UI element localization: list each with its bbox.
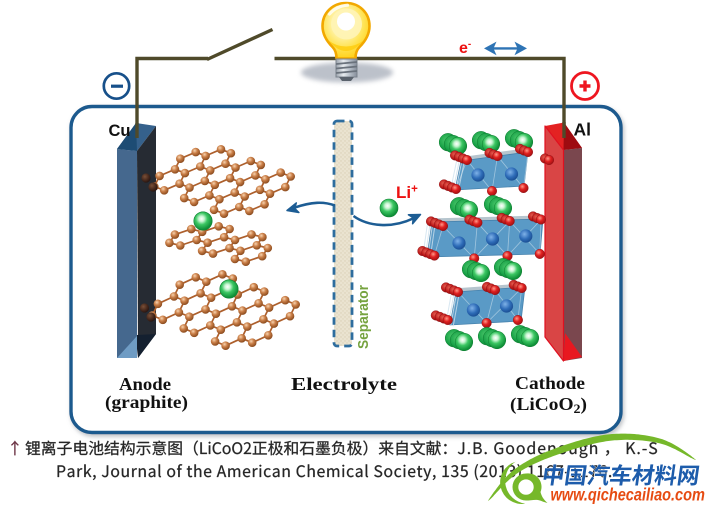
svg-text:www.qichecailiao.com: www.qichecailiao.com <box>551 485 705 505</box>
svg-text:(graphite): (graphite) <box>105 392 188 413</box>
svg-text:Anode: Anode <box>119 374 171 394</box>
svg-text:Cathode: Cathode <box>515 373 585 393</box>
svg-text:Cu: Cu <box>109 122 131 140</box>
svg-text:Separator: Separator <box>355 285 372 349</box>
svg-text:Al: Al <box>574 120 592 140</box>
svg-text:Electrolyte: Electrolyte <box>291 374 397 394</box>
